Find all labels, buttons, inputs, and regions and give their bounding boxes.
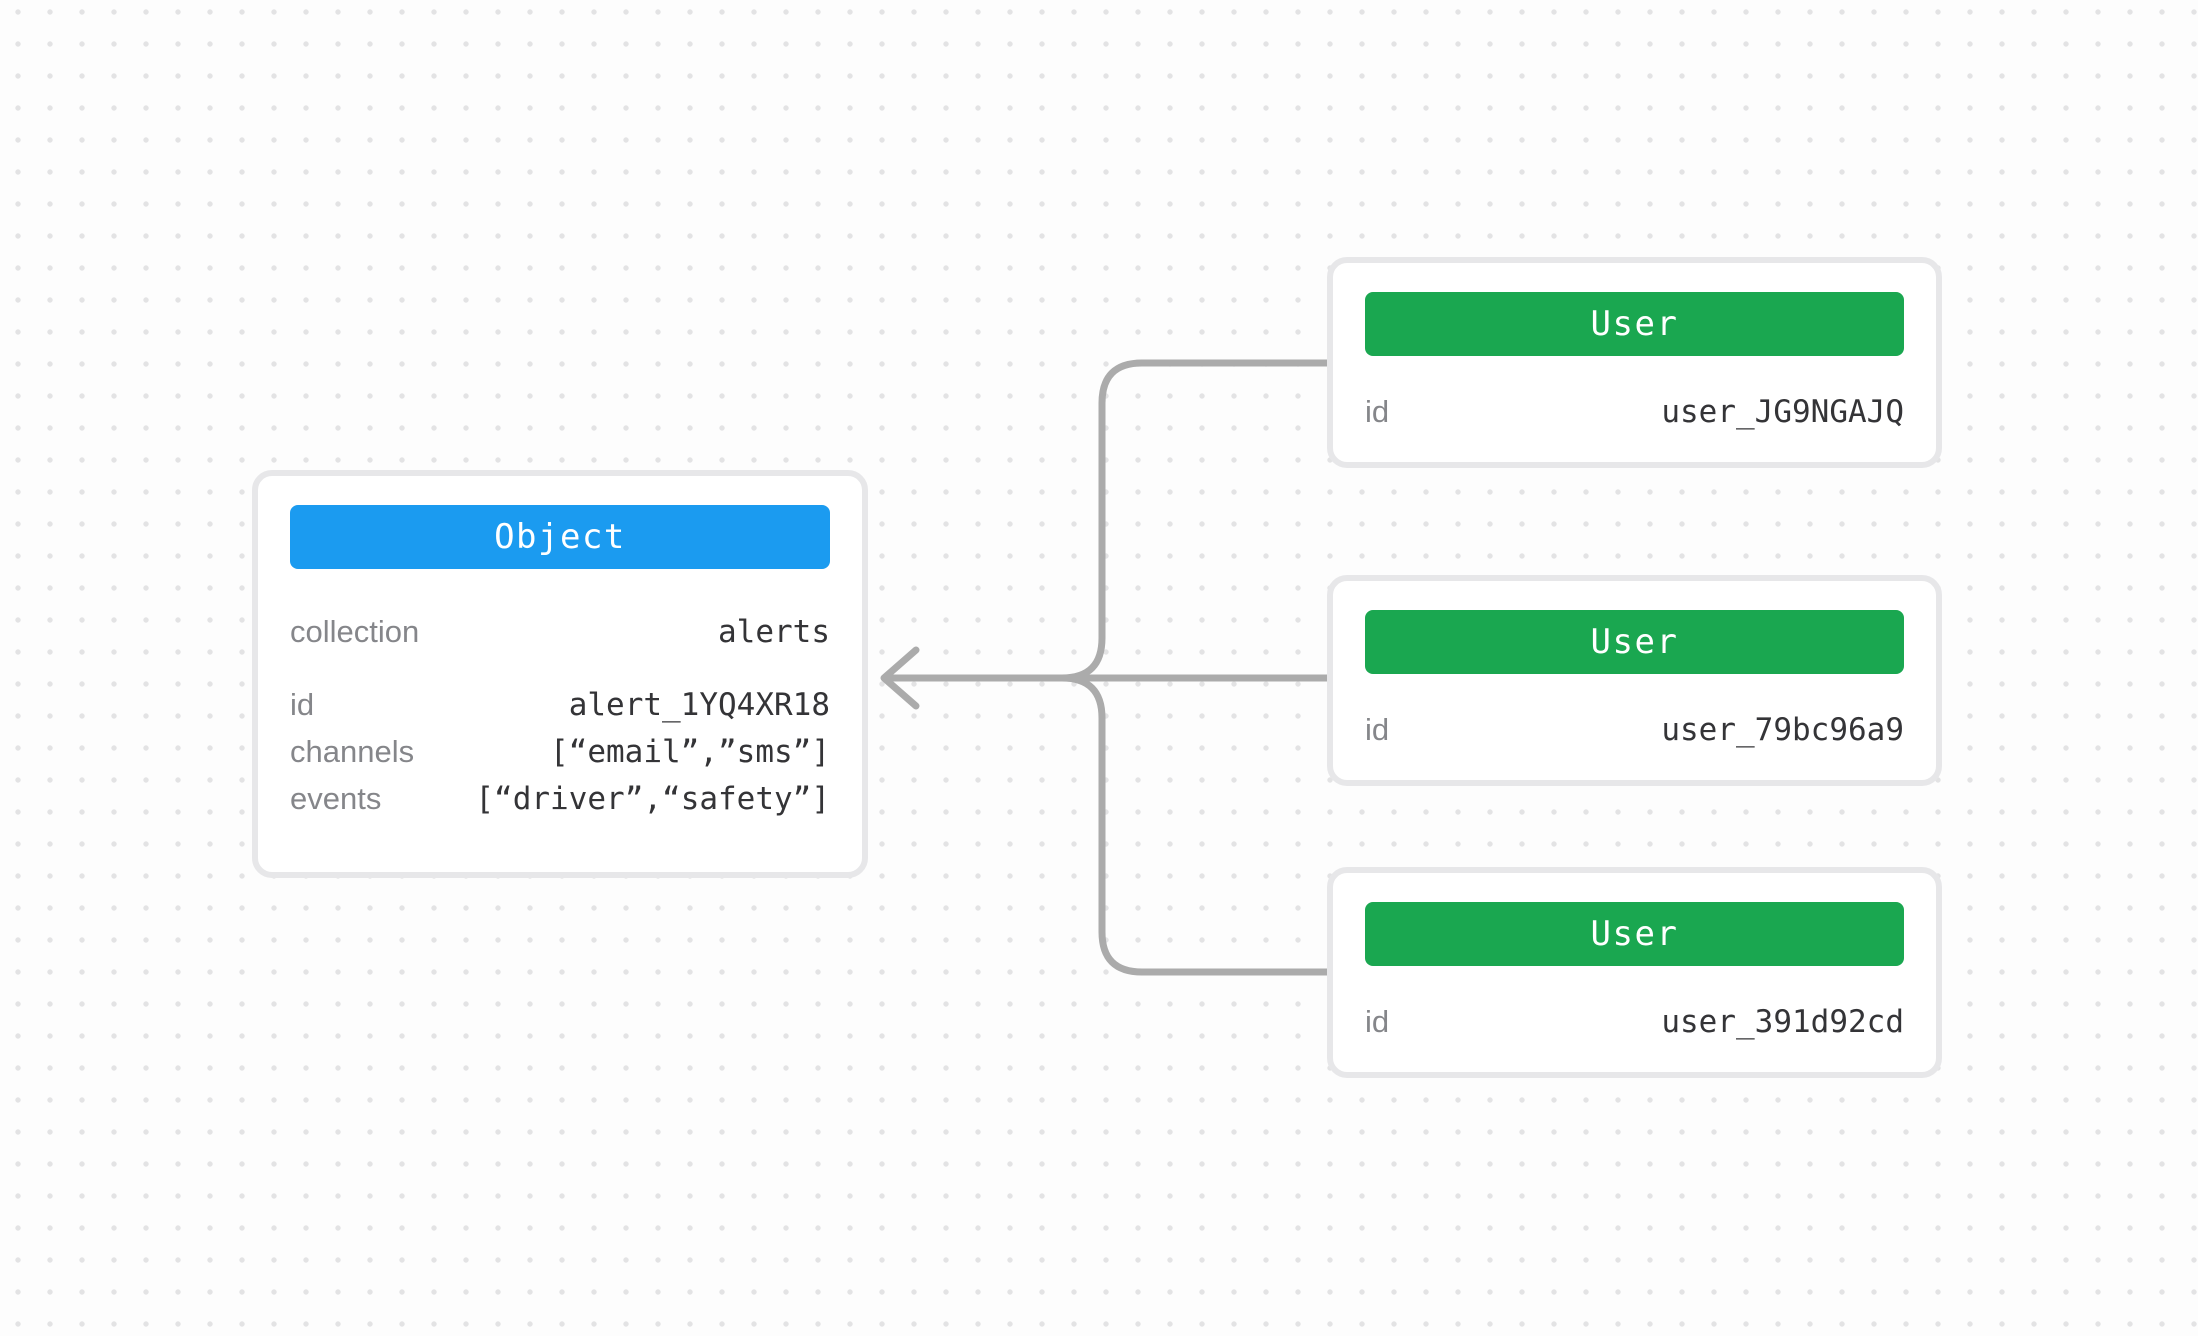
user-node-3[interactable]: User id user_391d92cd bbox=[1327, 867, 1942, 1078]
object-primary-fields: collection alerts bbox=[258, 608, 862, 655]
user-node-header: User bbox=[1365, 292, 1904, 356]
object-node[interactable]: Object collection alerts id alert_1YQ4XR… bbox=[252, 470, 868, 878]
field-row-id: id user_79bc96a9 bbox=[1333, 706, 1936, 754]
field-label: collection bbox=[290, 613, 420, 649]
field-label: channels bbox=[290, 733, 415, 769]
object-node-header: Object bbox=[290, 505, 830, 569]
field-value: user_391d92cd bbox=[1661, 1004, 1904, 1040]
user-node-header: User bbox=[1365, 610, 1904, 674]
field-label: id bbox=[290, 686, 315, 722]
field-row-channels: channels [“email”,”sms”] bbox=[258, 728, 862, 775]
connector-branch-bottom bbox=[1058, 674, 1334, 976]
field-value: [“driver”,“safety”] bbox=[475, 780, 830, 817]
field-value: alerts bbox=[718, 613, 830, 650]
user-node-2[interactable]: User id user_79bc96a9 bbox=[1327, 575, 1942, 786]
field-label: events bbox=[290, 780, 382, 816]
user-node-header: User bbox=[1365, 902, 1904, 966]
field-value: [“email”,”sms”] bbox=[550, 733, 830, 770]
field-value: user_JG9NGAJQ bbox=[1661, 394, 1904, 430]
field-row-collection: collection alerts bbox=[258, 608, 862, 655]
field-row-id: id alert_1YQ4XR18 bbox=[258, 681, 862, 728]
field-row-events: events [“driver”,“safety”] bbox=[258, 775, 862, 822]
field-value: user_79bc96a9 bbox=[1661, 712, 1904, 748]
field-value: alert_1YQ4XR18 bbox=[568, 686, 830, 723]
field-row-id: id user_391d92cd bbox=[1333, 998, 1936, 1046]
field-label: id bbox=[1365, 1004, 1390, 1039]
field-row-id: id user_JG9NGAJQ bbox=[1333, 388, 1936, 436]
arrowhead-icon bbox=[880, 646, 920, 710]
field-label: id bbox=[1365, 712, 1390, 747]
connector-branch-top bbox=[1058, 359, 1334, 682]
user-node-1[interactable]: User id user_JG9NGAJQ bbox=[1327, 257, 1942, 468]
field-label: id bbox=[1365, 394, 1390, 429]
object-secondary-fields: id alert_1YQ4XR18 channels [“email”,”sms… bbox=[258, 681, 862, 822]
